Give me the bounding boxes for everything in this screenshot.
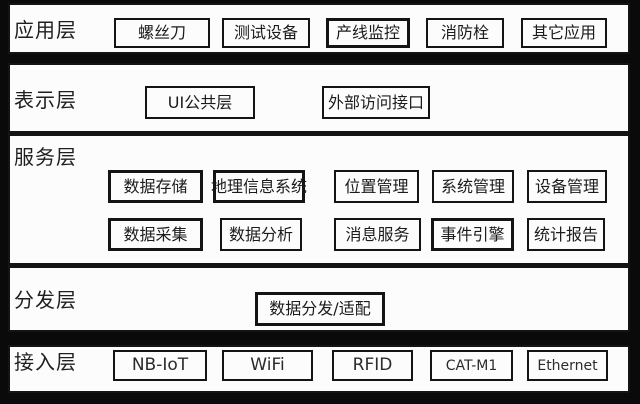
diagram-box-label: 地理信息系统 — [211, 176, 308, 196]
diagram-box: 数据采集 — [108, 218, 203, 251]
diagram-box-label: 数据存储 — [123, 176, 188, 196]
diagram-box-label: 数据分析 — [228, 224, 293, 244]
diagram-box: 测试设备 — [222, 18, 310, 48]
diagram-box: RFID — [332, 350, 413, 381]
access-layer-panel — [8, 345, 630, 393]
diagram-box: 外部访问接口 — [322, 86, 430, 119]
diagram-box: 统计报告 — [527, 218, 605, 251]
diagram-box: Ethernet — [527, 350, 608, 381]
diagram-box-label: RFID — [352, 355, 393, 375]
diagram-box: WiFi — [222, 350, 313, 381]
layer-label-distribution: 分发层 — [14, 288, 77, 312]
diagram-box: 消息服务 — [334, 218, 421, 251]
diagram-box-label: 统计报告 — [533, 224, 598, 244]
diagram-box: 事件引擎 — [431, 218, 514, 251]
diagram-box-label: CAT-M1 — [445, 357, 498, 374]
diagram-box: 数据分析 — [220, 218, 302, 251]
diagram-box-label: 设备管理 — [534, 176, 599, 196]
diagram-box-label: NB-IoT — [131, 355, 189, 375]
layer-label-application: 应用层 — [14, 18, 77, 42]
diagram-box-label: 螺丝刀 — [137, 23, 186, 42]
diagram-box-label: 事件引擎 — [440, 224, 505, 244]
layer-label-service: 服务层 — [14, 145, 77, 169]
diagram-box: 数据存储 — [108, 170, 203, 203]
diagram-box: 产线监控 — [326, 18, 410, 48]
diagram-box: 螺丝刀 — [114, 18, 210, 48]
presentation-layer-section — [10, 65, 628, 131]
diagram-box: 消防栓 — [426, 18, 504, 48]
diagram-box: 系统管理 — [432, 170, 514, 203]
diagram-box-label: 其它应用 — [531, 23, 596, 42]
diagram-box-label: UI公共层 — [167, 92, 233, 112]
diagram-box: CAT-M1 — [430, 350, 513, 381]
diagram-box-label: 系统管理 — [440, 176, 505, 196]
diagram-box-label: WiFi — [250, 355, 285, 375]
diagram-box-label: 外部访问接口 — [327, 92, 424, 112]
diagram-box: 设备管理 — [527, 170, 607, 203]
layer-label-access: 接入层 — [14, 350, 77, 374]
diagram-box-label: 数据分发/适配 — [269, 299, 371, 318]
layer-label-presentation: 表示层 — [14, 88, 77, 112]
diagram-box: UI公共层 — [145, 86, 255, 119]
diagram-box-label: 产线监控 — [335, 23, 400, 42]
diagram-box-label: 测试设备 — [233, 23, 298, 42]
diagram-box: 其它应用 — [521, 18, 607, 48]
diagram-box-label: 消息服务 — [345, 224, 410, 244]
diagram-box-label: 消防栓 — [440, 23, 489, 42]
diagram-box-label: 数据采集 — [123, 224, 188, 244]
diagram-box-label: 位置管理 — [344, 176, 409, 196]
diagram-box-label: Ethernet — [537, 357, 598, 374]
diagram-box: NB-IoT — [113, 350, 207, 381]
diagram-box: 位置管理 — [334, 170, 419, 203]
diagram-box: 数据分发/适配 — [255, 292, 385, 326]
diagram-box: 地理信息系统 — [211, 170, 308, 203]
